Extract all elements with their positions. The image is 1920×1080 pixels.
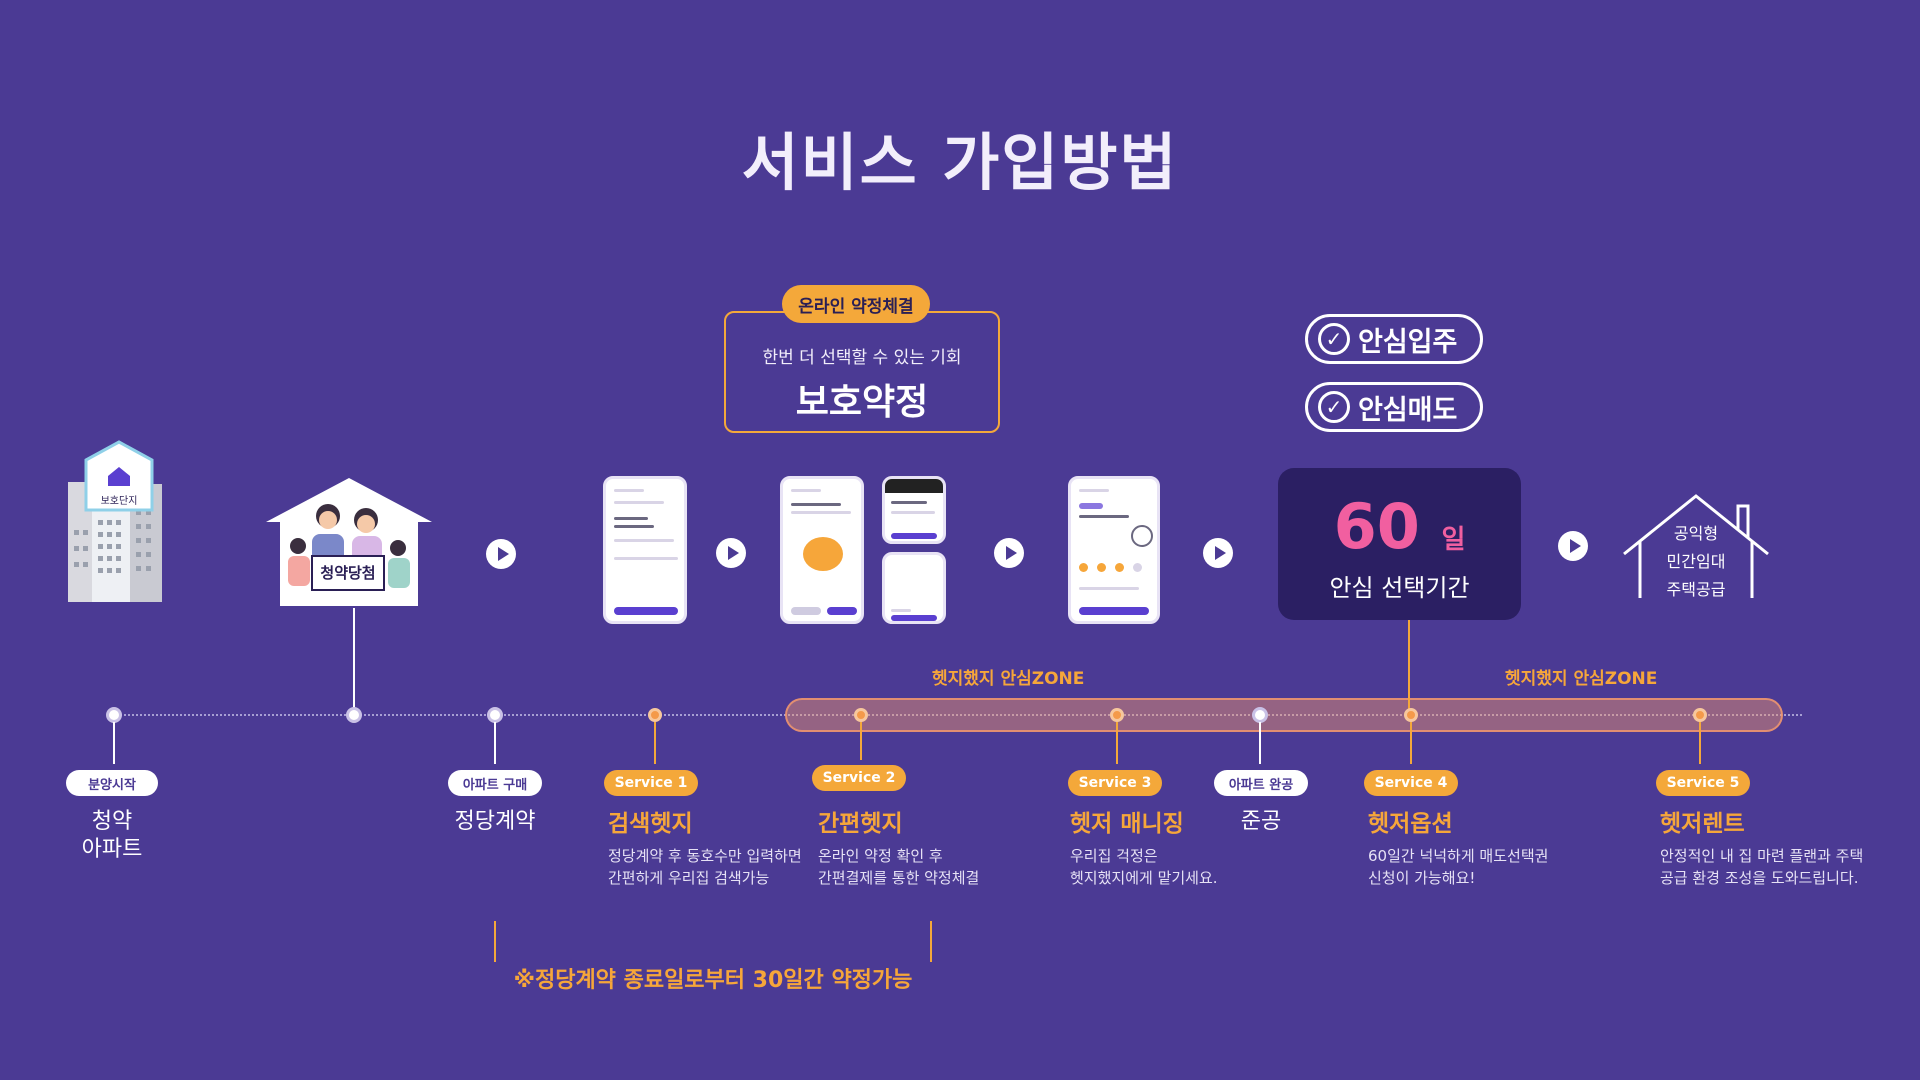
service-3-block: 헷저 매니징 우리집 걱정은 헷지했지에게 맡기세요. [1070,804,1250,890]
service-5-desc-line: 공급 환경 조성을 도와드립니다. [1660,868,1859,887]
phone-screen-contract [780,476,864,624]
public-housing-house-icon: 공익형 민간임대 주택공급 [1620,492,1772,602]
page-title: 서비스 가입방법 [741,126,1179,199]
drop-line [654,722,656,764]
stage-title-line: 준공 [1240,809,1282,834]
service-1-title: 검색헷지 [608,811,693,837]
service-2-desc-line: 온라인 약정 확인 후 [818,847,943,865]
stage-title-line: 정당계약 [454,809,536,834]
service-1-pill: Service 1 [604,770,698,796]
drop-line [113,722,115,764]
stage-pill-apartment-purchase: 아파트 구매 [448,770,542,796]
drop-line [1410,722,1412,764]
contract-main-label: 보호약정 [795,382,929,423]
lottery-sign: 청약당첨 [320,564,376,582]
stage-pill-sale-start: 분양시작 [66,770,158,796]
next-arrow-icon [1558,531,1588,561]
service-5-desc-line: 안정적인 내 집 마련 플랜과 주택 [1660,847,1864,865]
stage-title-line: 아파트 [81,836,143,862]
next-arrow-icon [994,538,1024,568]
phone-screen-managing [1068,476,1160,624]
connector-line [353,608,355,714]
check-circle-icon: ✓ [1318,391,1350,423]
service-4-desc-line: 신청이 가능해요! [1368,868,1476,887]
service-4-title: 헷저옵션 [1368,811,1453,837]
drop-line [1259,722,1261,764]
service-2-title: 간편헷지 [818,811,903,837]
service-3-title: 헷저 매니징 [1070,811,1184,837]
service-1-desc-line: 간편하게 우리집 검색가능 [608,868,770,887]
service-2-desc-line: 간편결제를 통한 약정체결 [818,868,980,887]
public-housing-line-1: 공익형 [1673,524,1719,543]
service-4-block: 헷저옵션 60일간 넉넉하게 매도선택권 신청이 가능해요! [1368,804,1588,890]
phone-screen-payment-top [882,476,946,544]
period-number: 60 [1333,490,1420,563]
apartment-building-illustration: 보호단지 [64,440,174,608]
timeline-dot-service [854,708,868,722]
timeline-line [112,714,1802,716]
safe-move-in-pill: ✓ 안심입주 [1305,314,1483,364]
service-4-desc-line: 60일간 넉넉하게 매도선택권 [1368,847,1549,865]
timeline-dot-service [648,708,662,722]
drop-line [1116,722,1118,764]
drop-line [860,722,862,760]
timeline-dot-service [1404,708,1418,722]
contract-subtitle: 한번 더 선택할 수 있는 기회 [762,348,962,368]
stage-title-completion: 준공 [1206,808,1316,836]
service-5-block: 헷저렌트 안정적인 내 집 마련 플랜과 주택 공급 환경 조성을 도와드립니다… [1660,804,1890,890]
next-arrow-icon [486,539,516,569]
stage-title-contract: 정당계약 [434,808,556,836]
timeline-dot [106,707,122,723]
service-5-title: 헷저렌트 [1660,811,1745,837]
service-3-desc-line: 우리집 걱정은 [1070,847,1158,865]
service-4-pill: Service 4 [1364,770,1458,796]
timeline-dot-service [1693,708,1707,722]
check-circle-icon: ✓ [1318,323,1350,355]
protection-contract-box: 한번 더 선택할 수 있는 기회 보호약정 [724,311,1000,433]
safe-zone-label: 헷지했지 안심ZONE [1505,669,1658,689]
stage-title-line: 청약 [91,809,133,834]
drop-line [494,722,496,764]
timeline-dot [346,707,362,723]
building-sign: 보호단지 [100,496,138,507]
timeline-dot [1252,707,1268,723]
public-housing-line-2: 민간임대 [1666,552,1726,571]
service-3-desc-line: 헷지했지에게 맡기세요. [1070,868,1218,887]
phone-screen-payment-bottom [882,552,946,624]
connector-line [1408,620,1410,714]
service-3-pill: Service 3 [1068,770,1162,796]
character-illustration [803,537,843,571]
safe-sale-label: 안심매도 [1358,394,1458,426]
selection-period-box: 60 일 안심 선택기간 [1278,468,1521,620]
contract-period-note: ※정당계약 종료일로부터 30일간 약정가능 [494,962,932,994]
next-arrow-icon [1203,538,1233,568]
public-housing-line-3: 주택공급 [1666,580,1726,599]
period-number-line: 60 일 [1278,490,1521,563]
timeline-dot [487,707,503,723]
safe-zone-label: 헷지했지 안심ZONE [932,669,1085,689]
stage-title-subscription: 청약 아파트 [60,808,164,863]
service-2-pill: Service 2 [812,765,906,791]
phone-screen-search [603,476,687,624]
stage-pill-completion: 아파트 완공 [1214,770,1308,796]
service-2-block: 간편헷지 온라인 약정 확인 후 간편결제를 통한 약정체결 [818,804,1018,890]
safe-move-in-label: 안심입주 [1358,326,1458,358]
period-label: 안심 선택기간 [1329,574,1470,602]
period-unit: 일 [1441,525,1466,555]
next-arrow-icon [716,538,746,568]
service-5-pill: Service 5 [1656,770,1750,796]
online-contract-badge: 온라인 약정체결 [782,285,930,323]
drop-line [1699,722,1701,764]
service-1-desc-line: 정당계약 후 동호수만 입력하면 [608,847,802,865]
service-1-block: 검색헷지 정당계약 후 동호수만 입력하면 간편하게 우리집 검색가능 [608,804,808,890]
safe-sale-pill: ✓ 안심매도 [1305,382,1483,432]
timeline-dot-service [1110,708,1124,722]
lottery-win-house-illustration: 청약당첨 [262,476,436,606]
safe-zone-band [785,698,1783,732]
